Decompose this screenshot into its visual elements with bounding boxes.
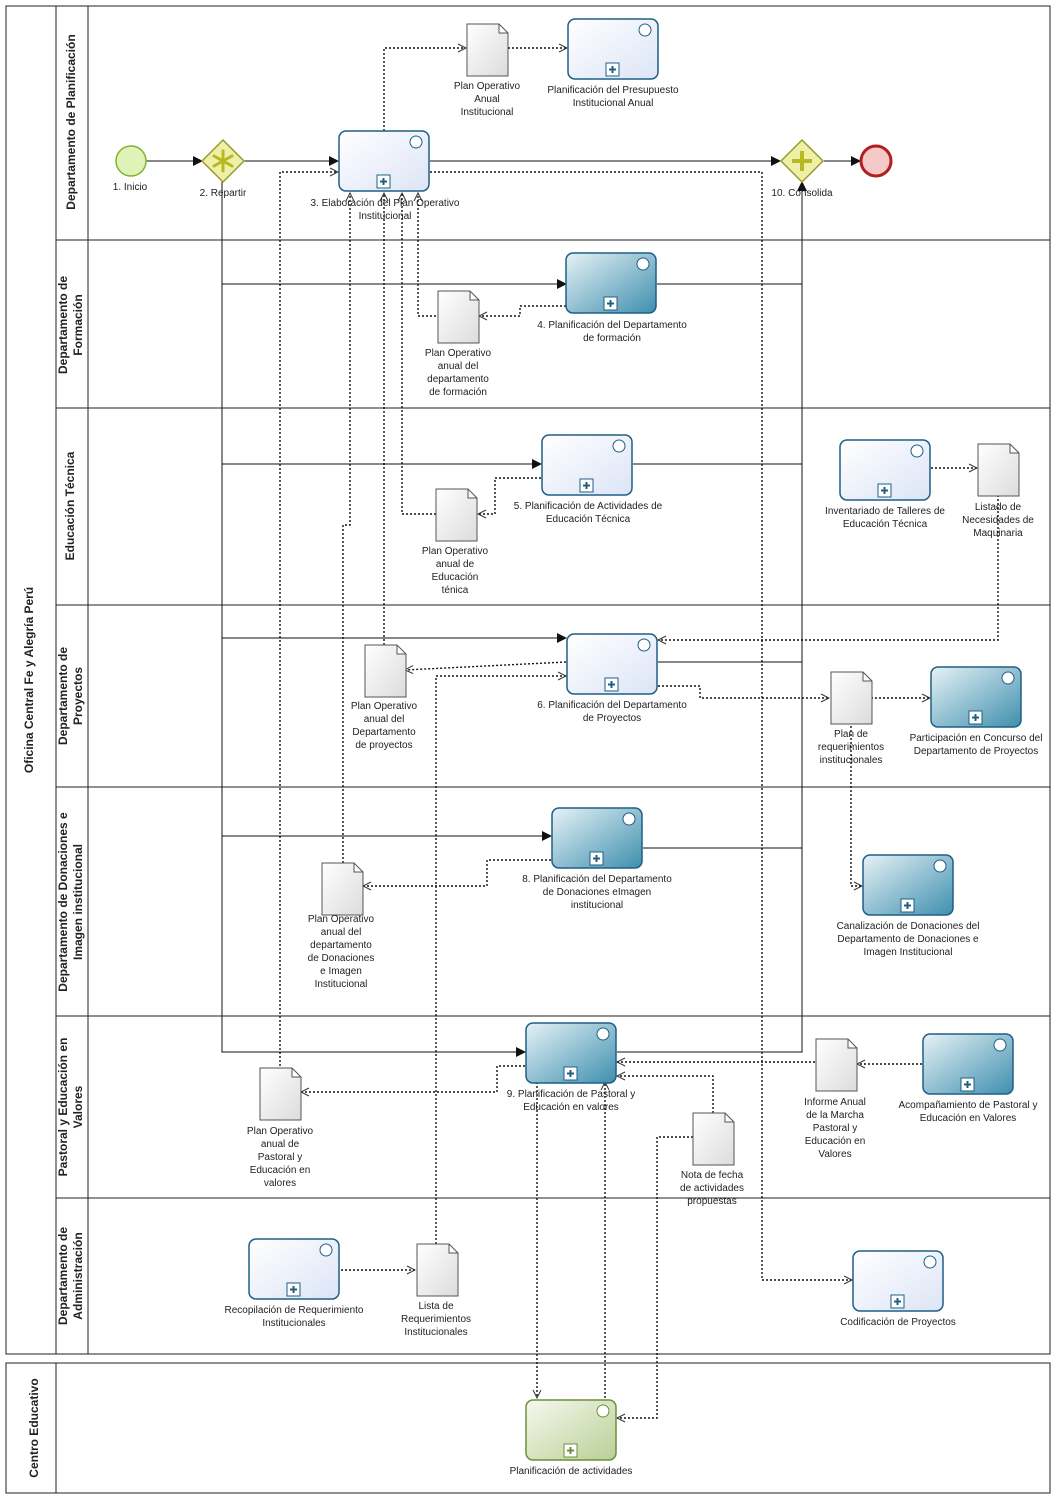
task-5-label: 5. Planificación de Actividades de Educa… [513,501,663,525]
document-icon [435,488,478,542]
task-tecnica[interactable] [541,434,633,496]
task-planificacion-actividades[interactable] [525,1399,617,1461]
document-icon [259,1067,302,1121]
codificacion-label: Codificación de Proyectos [840,1317,956,1328]
doc-lista-req-label: Lista de Requerimientos Institucionales [400,1301,472,1338]
doc-po-donaciones-label: Plan Operativo anual del departamento de… [307,914,375,990]
lane-administracion-label: Departamento de Administración [56,1226,85,1326]
document-icon [466,23,509,77]
gateway-consolida[interactable] [779,138,825,184]
task-inventariado[interactable] [839,439,931,501]
task-participacion[interactable] [930,666,1022,728]
consolida-label: 10. Consolida [771,188,833,199]
doc-nota-label: Nota de fecha de actividades propuestas [680,1170,744,1207]
inventariado-label: Inventariado de Talleres de Educación Té… [825,506,945,530]
pool-main-label: Oficina Central Fe y Alegría Perú [22,586,36,774]
task-formacion[interactable] [565,252,657,314]
task-codificacion[interactable] [852,1250,944,1312]
document-icon [321,862,364,916]
lane-formacion-label: Departamento de Formación [56,275,85,375]
doc-listado-label: Listado de Necesidades de Maquinaria [962,502,1034,539]
lane-planificacion-label: Departamento de Planificación [64,34,78,210]
task-6-label: 6. Planificación del Departamento de Pro… [537,700,687,724]
presupuesto-label: Planificación del Presupuesto Institucio… [547,85,679,109]
end-event[interactable] [859,144,893,178]
plus-gateway-icon [792,151,812,171]
inicio-label: 1. Inicio [112,182,148,193]
task-acompanamiento[interactable] [922,1033,1014,1095]
task-9-label: 9. Planificación de Pastoral y Educación… [506,1089,636,1113]
document-icon [977,443,1020,497]
repartir-label: 2. Repartir [199,188,247,199]
recopilacion-label: Recopilación de Requerimiento Institucio… [224,1305,364,1329]
task-donaciones[interactable] [551,807,643,869]
document-icon [830,671,873,725]
document-icon [815,1038,858,1092]
doc-po-pastoral-label: Plan Operativo anual de Pastoral y Educa… [246,1126,314,1189]
pool-centro-label: Centro Educativo [27,1378,41,1478]
doc-informe-label: Informe Anual de la Marcha Pastoral y Ed… [804,1097,866,1160]
gateway-repartir[interactable] [200,138,246,184]
lane-tecnica-label: Educación Técnica [63,451,77,561]
task-3-label: 3. Elaboración del Plan Operativo Instit… [310,198,460,222]
lane-pastoral-label: Pastoral y Educación en Valores [56,1037,85,1177]
asterisk-gateway-icon [212,149,234,173]
data-associations [279,48,999,1418]
doc-po-proyectos-label: Plan Operativo anual del Departamento de… [350,701,418,751]
document-icon [437,290,480,344]
task-recopilacion[interactable] [248,1238,340,1300]
doc-plan-req-label: Plan de requerimientos institucionales [817,729,885,766]
participacion-label: Participación en Concurso del Departamen… [909,733,1043,757]
task-proyectos[interactable] [566,633,658,695]
canalizacion-label: Canalización de Donaciones del Departame… [836,921,980,958]
lane-proyectos-label: Departamento de Proyectos [56,646,85,746]
doc-po-tecnica-label: Plan Operativo anual de Educación ténica [421,546,489,596]
start-event[interactable] [115,145,147,177]
task-elaboracion-plan[interactable] [338,130,430,192]
task-presupuesto[interactable] [567,18,659,80]
task-canalizacion[interactable] [862,854,954,916]
document-icon [364,644,407,698]
document-icon [692,1112,735,1166]
acompanamiento-label: Acompañamiento de Pastoral y Educación e… [898,1100,1038,1124]
task-4-label: 4. Planificación del Departamento de for… [537,320,687,344]
doc-po-formacion-label: Plan Operativo anual del departamento de… [424,348,492,398]
doc-poa-label: Plan Operativo Anual Institucional [453,81,521,118]
pool-main [5,5,1051,1355]
actividades-label: Planificación de actividades [509,1466,633,1477]
task-pastoral[interactable] [525,1022,617,1084]
task-8-label: 8. Planificación del Departamento de Don… [522,874,672,911]
lane-donaciones-label: Departamento de Donaciones e Imagen inst… [56,812,85,992]
document-icon [416,1243,459,1297]
